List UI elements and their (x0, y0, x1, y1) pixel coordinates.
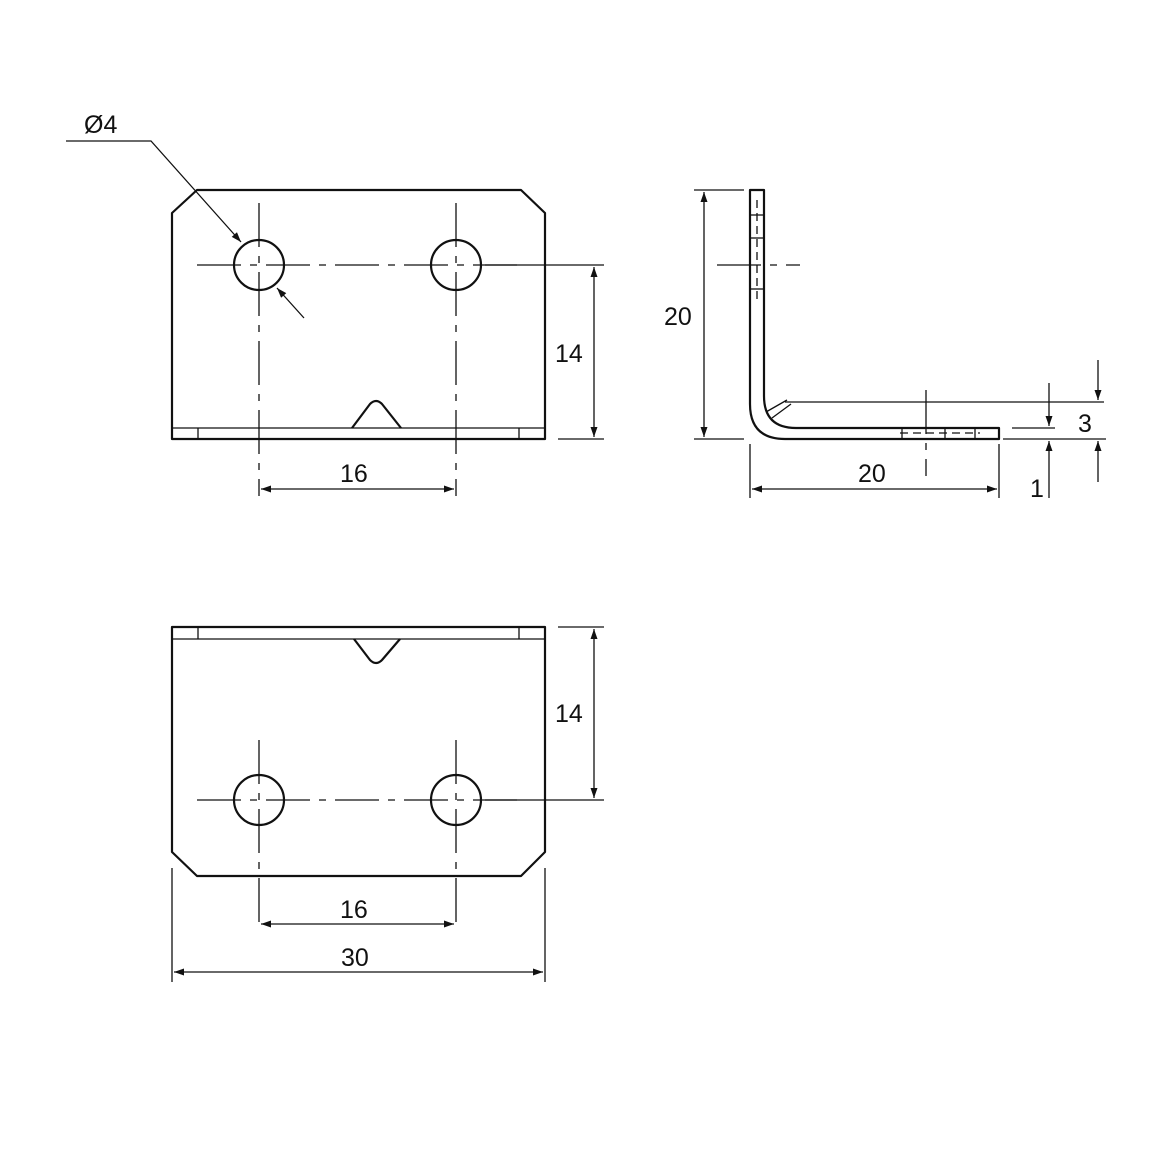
side-height-label: 20 (664, 303, 692, 331)
bottom-view-outline (170, 625, 547, 878)
front-view-outline (170, 188, 547, 441)
diameter-label: Ø4 (84, 111, 117, 139)
bottom-view-notch (353, 638, 401, 665)
side-offset-label: 3 (1078, 410, 1092, 438)
bottom-height-label: 14 (555, 700, 583, 728)
diameter-leader (66, 140, 242, 243)
bottom-width-label: 30 (341, 944, 369, 972)
front-view-notch (351, 399, 402, 429)
thickness-label: 1 (1030, 475, 1044, 503)
bottom-hole-spacing-label: 16 (340, 896, 368, 924)
side-view: 20 20 3 1 (664, 188, 1106, 503)
front-height-label: 14 (555, 340, 583, 368)
front-hole-spacing-label: 16 (340, 460, 368, 488)
side-length-label: 20 (858, 460, 886, 488)
side-view-profile (748, 188, 1001, 441)
front-view: Ø4 14 16 (66, 111, 604, 496)
bottom-view: 14 16 30 (170, 625, 604, 982)
